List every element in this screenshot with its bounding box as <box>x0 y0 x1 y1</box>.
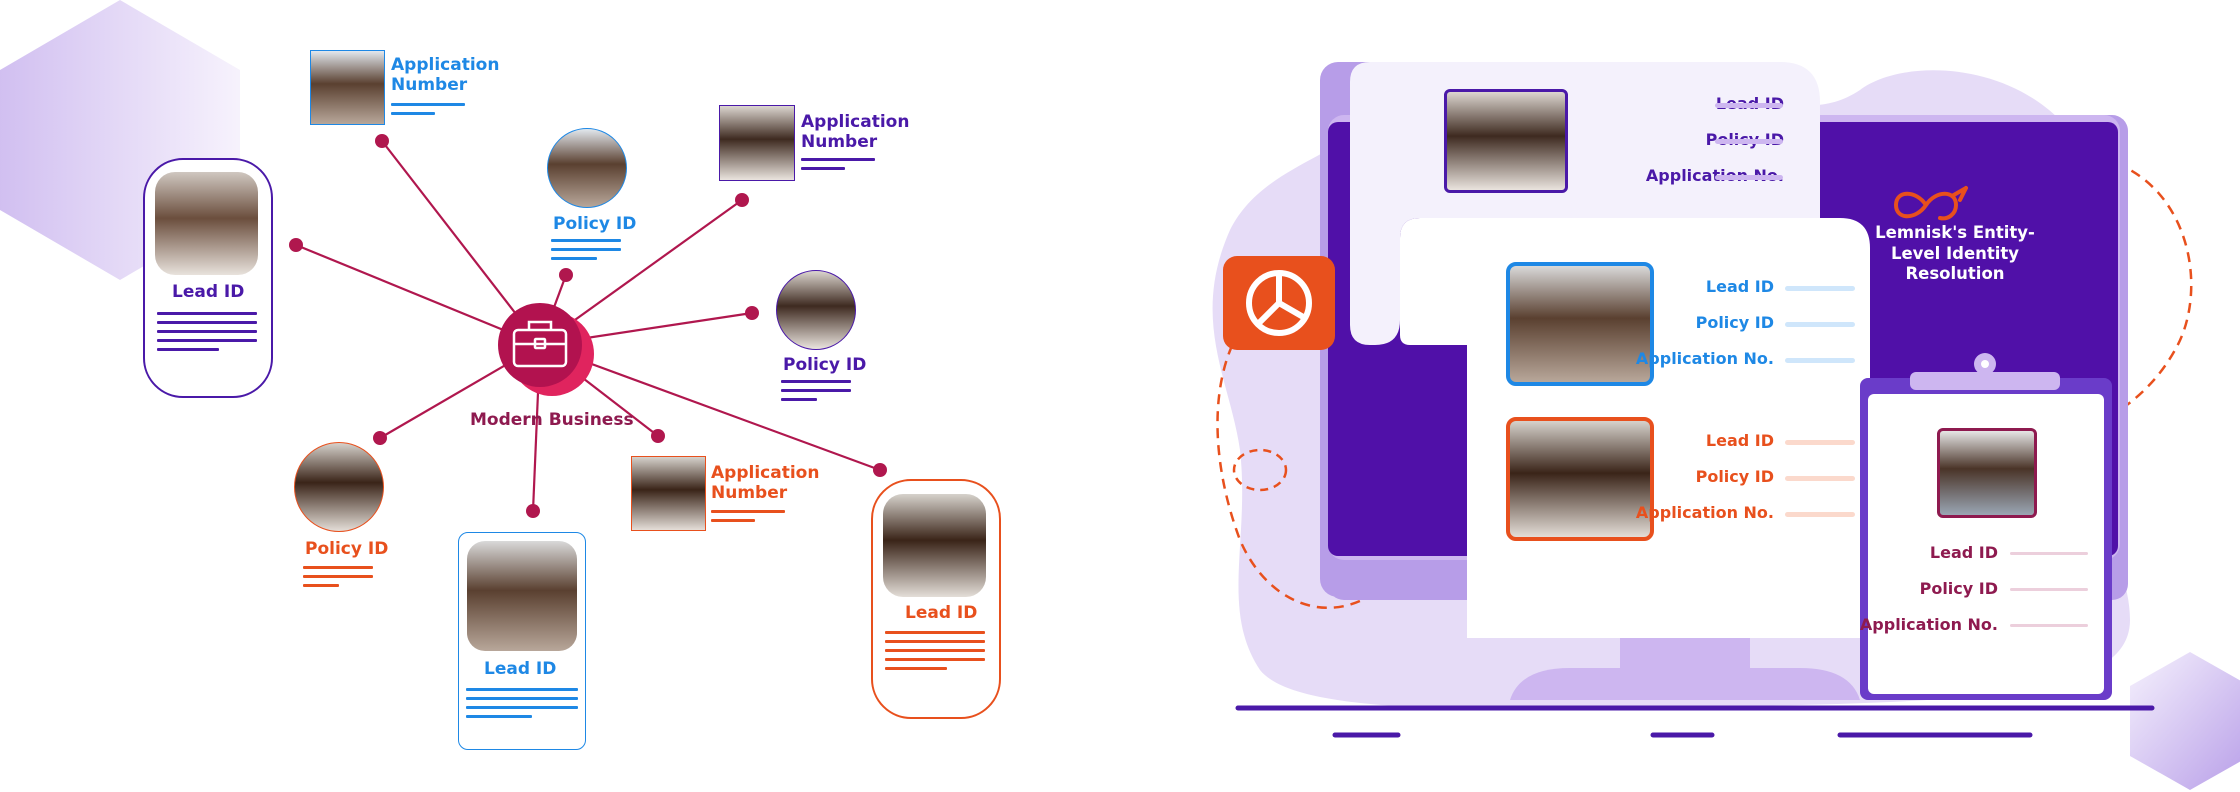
person-photo <box>883 494 986 597</box>
pie-chart-glyph <box>1246 270 1312 336</box>
person-photo <box>1506 262 1654 386</box>
connector-lines <box>295 140 881 512</box>
person-photo <box>631 456 706 531</box>
field-value-bar <box>1715 139 1783 144</box>
connector-dots <box>289 134 887 518</box>
field-label: Application No. <box>1859 615 1998 634</box>
clipboard-clip <box>1910 372 2060 390</box>
field-value-bar <box>2010 624 2088 627</box>
field-value-bar <box>1785 440 1855 445</box>
person-photo <box>467 541 577 651</box>
left-network-diagram <box>0 0 887 518</box>
node-label: Application Number <box>801 112 910 152</box>
field-label: Policy ID <box>1919 579 1998 598</box>
field-value-bar <box>1785 286 1855 291</box>
field-value-bar <box>1715 103 1783 108</box>
field-value-bar <box>1785 476 1855 481</box>
text-placeholder-lines <box>466 688 578 724</box>
field-label: Lead ID <box>1705 277 1774 296</box>
person-photo <box>294 442 384 532</box>
text-placeholder-lines <box>801 158 875 176</box>
person-photo <box>776 270 856 350</box>
person-photo <box>719 105 795 181</box>
text-placeholder-lines <box>885 631 985 676</box>
node-label: Lead ID <box>172 282 245 302</box>
text-placeholder-lines <box>781 380 851 407</box>
field-label: Lead ID <box>1705 431 1774 450</box>
node-label: Application Number <box>391 55 500 95</box>
field-value-bar <box>1715 175 1783 180</box>
field-label: Application No. <box>1645 166 1784 185</box>
hub-label: Modern Business <box>470 410 634 430</box>
field-value-bar <box>2010 588 2088 591</box>
text-placeholder-lines <box>157 312 257 357</box>
person-photo <box>547 128 627 208</box>
person-photo <box>1937 428 2037 518</box>
text-placeholder-lines <box>303 566 373 593</box>
right-illustration <box>1212 62 2240 790</box>
text-placeholder-lines <box>711 510 785 528</box>
field-label: Application No. <box>1635 503 1774 522</box>
node-label: Lead ID <box>905 603 978 623</box>
field-value-bar <box>1785 358 1855 363</box>
briefcase-icon <box>512 320 568 368</box>
text-placeholder-lines <box>391 103 465 121</box>
monitor-stand <box>1510 668 1860 700</box>
decorative-hexagon <box>2130 652 2240 790</box>
field-label: Lead ID <box>1929 543 1998 562</box>
node-label: Lead ID <box>484 659 557 679</box>
node-label: Policy ID <box>783 355 867 375</box>
field-label: Application No. <box>1635 349 1774 368</box>
text-placeholder-lines <box>551 239 621 266</box>
node-label: Policy ID <box>553 214 637 234</box>
brand-title: Lemnisk's Entity-Level Identity Resoluti… <box>1875 223 2035 284</box>
field-value-bar <box>1785 512 1855 517</box>
dashed-curve <box>1216 329 1391 609</box>
person-photo <box>310 50 385 125</box>
node-label: Application Number <box>711 463 820 503</box>
field-label: Policy ID <box>1695 467 1774 486</box>
person-photo <box>155 172 258 275</box>
field-value-bar <box>1785 322 1855 327</box>
person-photo <box>1506 417 1654 541</box>
infinity-arrow-icon <box>1893 186 1968 221</box>
person-photo <box>1444 89 1568 193</box>
dashed-loop <box>1232 448 1288 492</box>
field-label: Policy ID <box>1695 313 1774 332</box>
node-label: Policy ID <box>305 539 389 559</box>
clipboard-paper <box>1868 394 2104 694</box>
field-value-bar <box>2010 552 2088 555</box>
